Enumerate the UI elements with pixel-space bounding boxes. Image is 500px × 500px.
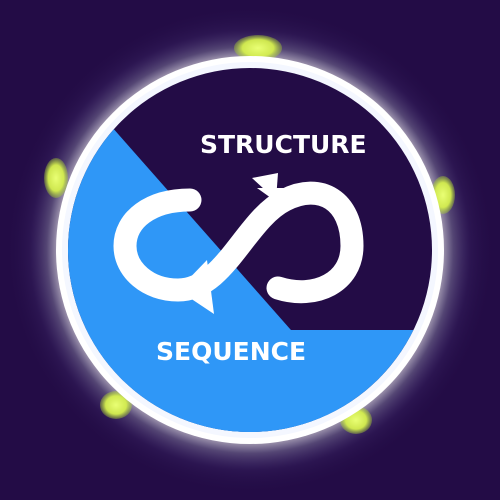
accent-dot-bottom-left [100, 391, 132, 419]
lower-arrowhead [178, 260, 214, 314]
upper-arrow-joint [257, 188, 285, 208]
sequence-label: SEQUENCE [156, 337, 307, 366]
infinity-arrow-loop-icon [113, 173, 364, 314]
accent-dot-left [44, 158, 68, 198]
accent-dot-top [234, 35, 282, 61]
infinity-loop-path [113, 181, 364, 304]
structure-label: STRUCTURE [200, 130, 367, 159]
